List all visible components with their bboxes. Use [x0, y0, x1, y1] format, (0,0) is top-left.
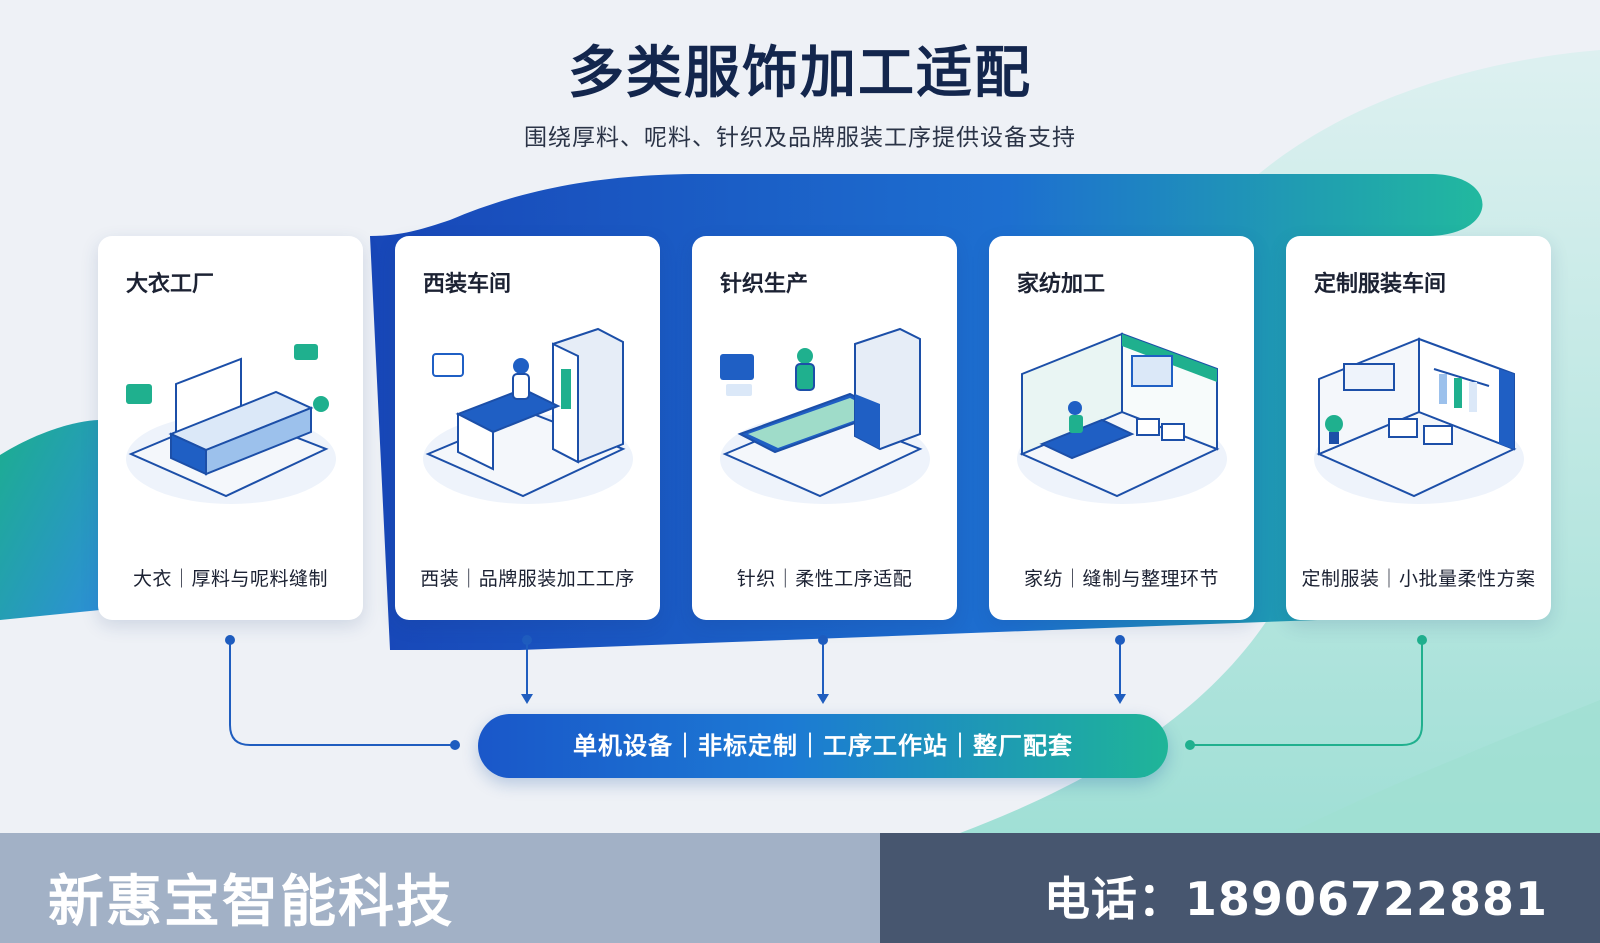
page-title: 多类服饰加工适配	[568, 41, 1032, 106]
company-name: 新惠宝智能科技	[48, 870, 454, 935]
coat-factory-machine-icon	[126, 344, 336, 504]
card-title: 针织生产	[720, 272, 809, 297]
suit-workshop-icon	[423, 327, 633, 504]
card-home-textile[interactable]: 家纺加工 家纺｜缝制与整理环节	[989, 236, 1254, 620]
card-coat-factory[interactable]: 大衣工厂 大衣｜厚料与呢料缝制	[98, 236, 363, 620]
card-caption: 西装｜品牌服装加工工序	[420, 568, 635, 590]
footer-contact-bar: 电话：18906722881	[880, 833, 1600, 943]
phone-number[interactable]: 电话：18906722881	[1043, 872, 1548, 926]
custom-garment-room-icon	[1314, 337, 1524, 504]
card-title: 大衣工厂	[126, 272, 215, 297]
page-subtitle: 围绕厚料、呢料、针织及品牌服装工序提供设备支持	[524, 125, 1076, 151]
home-textile-room-icon	[1017, 332, 1227, 504]
card-caption: 定制服装｜小批量柔性方案	[1301, 568, 1536, 590]
card-custom-garment[interactable]: 定制服装车间 定制服装｜小批量柔性方案	[1286, 236, 1551, 620]
card-title: 定制服装车间	[1314, 272, 1447, 297]
card-caption: 针织｜柔性工序适配	[736, 568, 913, 590]
card-caption: 大衣｜厚料与呢料缝制	[132, 568, 328, 590]
footer-company-bar: 新惠宝智能科技	[0, 833, 880, 943]
services-label: 单机设备｜非标定制｜工序工作站｜整厂配套	[573, 732, 1073, 760]
services-banner: 单机设备｜非标定制｜工序工作站｜整厂配套	[478, 714, 1168, 778]
knitting-production-icon	[720, 327, 930, 504]
card-knitting-production[interactable]: 针织生产 针织｜柔性工序适配	[692, 236, 957, 620]
card-title: 西装车间	[423, 272, 512, 297]
card-suit-workshop[interactable]: 西装车间 西装｜品牌服装加工工序	[395, 236, 660, 620]
card-title: 家纺加工	[1017, 272, 1106, 297]
card-caption: 家纺｜缝制与整理环节	[1023, 568, 1219, 590]
